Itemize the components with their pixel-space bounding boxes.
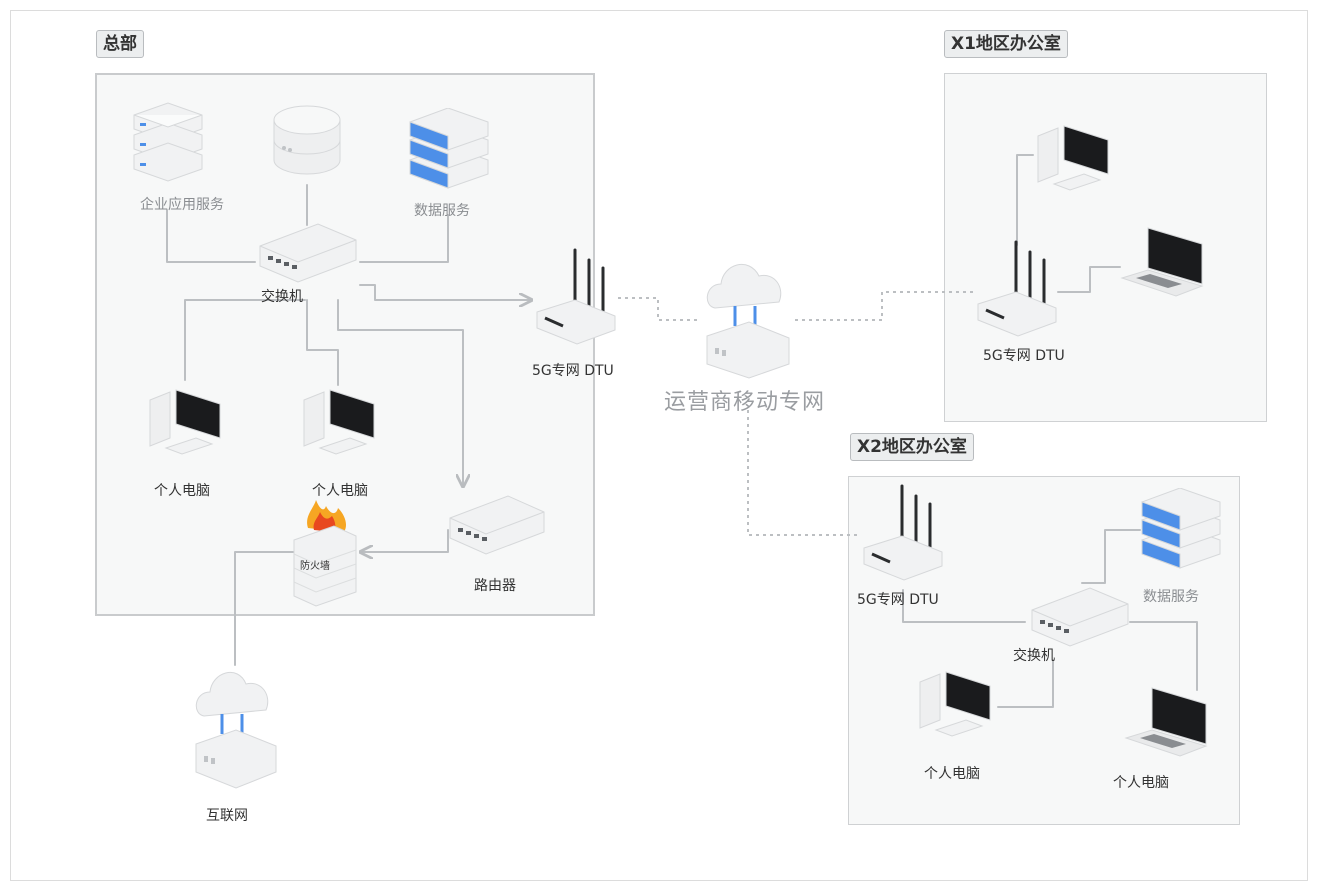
diagram-frame	[10, 10, 1308, 881]
pc-icon	[919, 671, 991, 737]
switch-icon	[1031, 587, 1129, 647]
hq-pc2-label: 个人电脑	[312, 483, 368, 499]
data-service-icon	[1141, 488, 1221, 569]
hq-app-server-label: 企业应用服务	[140, 197, 224, 213]
dtu-icon	[977, 240, 1057, 337]
x2-pc2-label: 个人电脑	[1113, 775, 1169, 791]
firewall-icon	[293, 500, 357, 607]
hq-data-service-label: 数据服务	[414, 203, 470, 219]
hq-pc1-label: 个人电脑	[154, 483, 210, 499]
database-icon	[273, 105, 341, 175]
data-service-icon	[409, 108, 489, 189]
laptop-icon	[1120, 227, 1204, 297]
hq-switch-label: 交换机	[261, 289, 303, 305]
dtu-icon	[863, 484, 943, 581]
router-icon	[449, 495, 545, 555]
laptop-icon	[1124, 687, 1208, 757]
hq-firewall-label: 防火墙	[300, 561, 330, 572]
x2-dtu-label: 5G专网 DTU	[857, 592, 939, 608]
pc-icon	[1037, 125, 1109, 191]
dtu-icon	[536, 248, 616, 345]
x2-switch-label: 交换机	[1013, 648, 1055, 664]
x1-title: X1地区办公室	[944, 30, 1068, 58]
x2-title: X2地区办公室	[850, 433, 974, 461]
internet-cloud-icon	[195, 672, 277, 789]
switch-icon	[259, 223, 357, 283]
carrier-label: 运营商移动专网	[664, 390, 826, 415]
x2-data-service-label: 数据服务	[1143, 589, 1199, 605]
app-server-icon	[133, 102, 203, 182]
pc-icon	[303, 389, 375, 455]
internet-label: 互联网	[206, 808, 248, 824]
carrier-cloud-icon	[706, 264, 790, 379]
x1-dtu-label: 5G专网 DTU	[983, 348, 1065, 364]
hq-dtu-label: 5G专网 DTU	[532, 363, 614, 379]
pc-icon	[149, 389, 221, 455]
hq-router-label: 路由器	[474, 578, 516, 594]
hq-title: 总部	[96, 30, 144, 58]
x2-pc1-label: 个人电脑	[924, 766, 980, 782]
x1-panel	[944, 73, 1267, 422]
